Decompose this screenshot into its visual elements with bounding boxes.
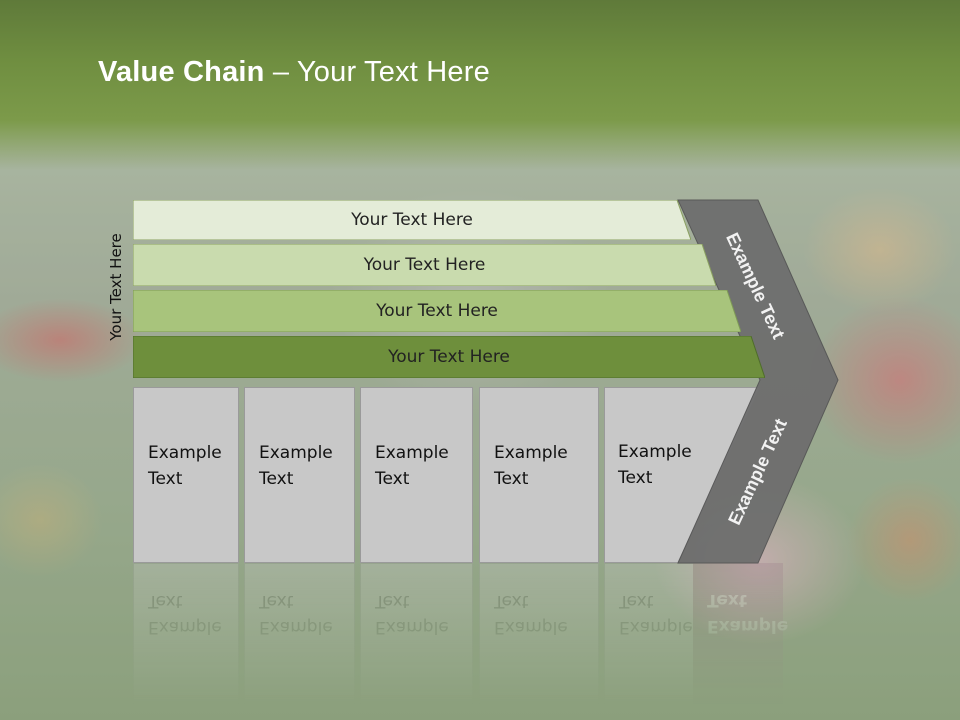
box-4-line2: Text bbox=[494, 469, 529, 489]
header-band bbox=[0, 0, 960, 170]
band-3-label: Your Text Here bbox=[376, 301, 498, 321]
box-3-line1: Example bbox=[375, 443, 449, 463]
box-1-line2: Text bbox=[148, 469, 183, 489]
band-2[interactable]: Your Text Here bbox=[133, 244, 716, 286]
band-1-shape bbox=[133, 200, 691, 240]
band-1[interactable]: Your Text Here bbox=[133, 200, 691, 240]
band-4-label: Your Text Here bbox=[388, 347, 510, 367]
title-rest: – Your Text Here bbox=[264, 56, 490, 88]
title-bold: Value Chain bbox=[98, 56, 265, 88]
box-2-line2: Text bbox=[259, 469, 294, 489]
box-5-line1: Example bbox=[618, 442, 692, 462]
band-3-shape bbox=[133, 290, 741, 332]
box-1-line1: Example bbox=[148, 443, 222, 463]
band-2-label: Your Text Here bbox=[363, 255, 486, 275]
band-1-label: Your Text Here bbox=[351, 210, 473, 230]
band-2-shape bbox=[133, 244, 716, 286]
box-2-line1: Example bbox=[259, 443, 333, 463]
band-4-shape bbox=[133, 336, 765, 378]
band-3[interactable]: Your Text Here bbox=[133, 290, 741, 332]
box-3-line2: Text bbox=[375, 469, 410, 489]
slide-title[interactable]: Value Chain – Your Text Here bbox=[98, 56, 490, 89]
box-4-line1: Example bbox=[494, 443, 568, 463]
box-5-line2: Text bbox=[618, 468, 653, 488]
band-4[interactable]: Your Text Here bbox=[133, 336, 765, 378]
